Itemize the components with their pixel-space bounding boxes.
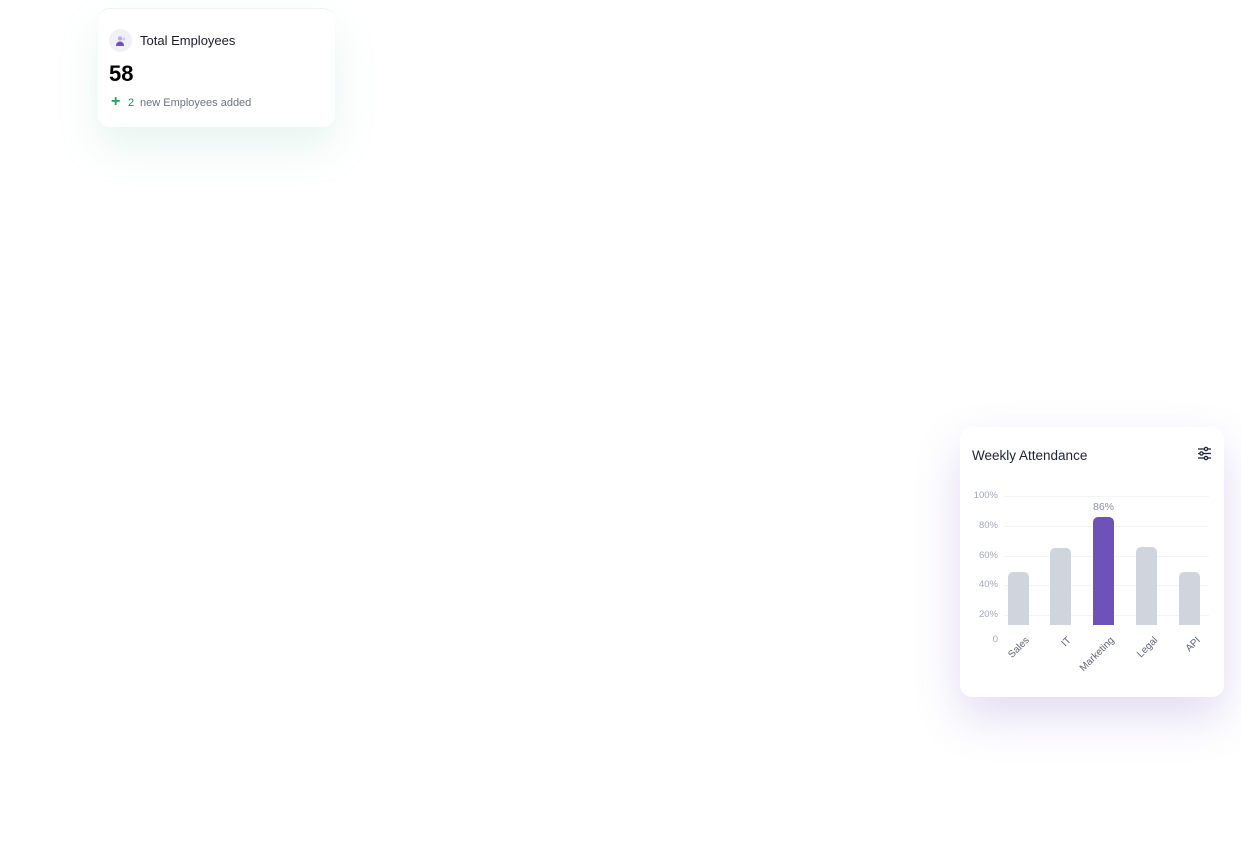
sliders-icon[interactable] [1197,446,1212,466]
card-title: Total Employees [140,33,236,48]
y-tick-label: 60% [978,549,998,561]
y-tick-label: 80% [978,519,998,531]
weekly-attendance-card: Weekly Attendance 0 20% 40% 60% 80% 100% Sales… [960,427,1224,697]
users-icon [109,29,132,52]
x-tick-label: IT [1059,635,1074,650]
bar-api[interactable] [1179,571,1200,625]
y-tick-label: 20% [978,609,998,620]
y-tick-label: 0 [992,634,998,645]
x-tick-label: API [1183,635,1203,655]
gridline [1004,496,1209,497]
plus-icon: + [111,93,121,110]
x-tick-label: Marketing [1077,635,1117,674]
bar-sales[interactable] [1008,571,1029,625]
data-label: 86% [1092,500,1114,513]
x-tick-label: Sales [1006,635,1032,661]
total-employees-card: Total Employees 58 + 2 new Employees add… [98,8,335,127]
bar-legal[interactable] [1136,546,1157,625]
new-employee-count: 2 [128,97,135,109]
bar-marketing[interactable] [1093,516,1114,625]
bar-it[interactable] [1050,548,1071,625]
new-employee-text: new Employees added [140,97,252,109]
x-tick-label: Legal [1134,635,1160,661]
y-tick-label: 40% [978,579,998,591]
employee-count: 58 [109,61,134,86]
card-title: Weekly Attendance [972,448,1088,463]
y-tick-label: 100% [973,490,998,501]
